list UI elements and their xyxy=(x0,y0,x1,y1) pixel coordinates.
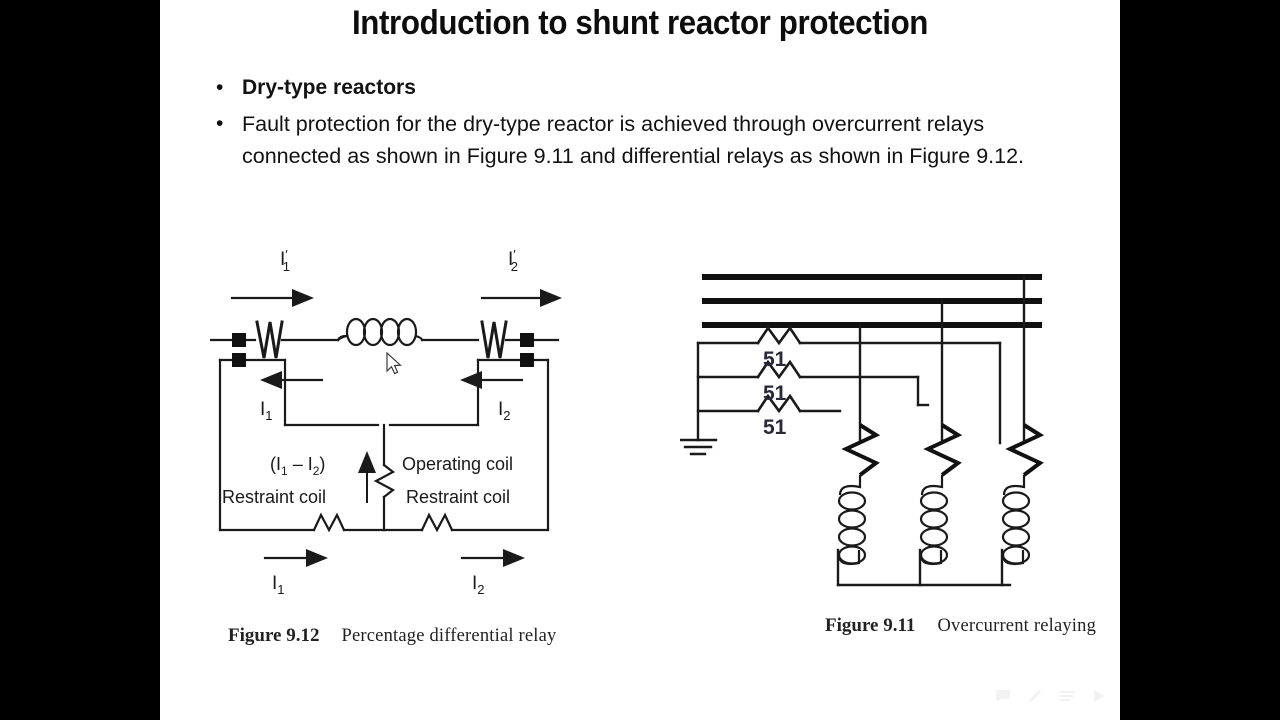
figure-caption-number: Figure 9.12 xyxy=(228,625,320,646)
figure-9-12-caption: Figure 9.12 Percentage differential rela… xyxy=(228,625,557,647)
figure-caption-number: Figure 9.11 xyxy=(825,615,916,636)
list-item: • Dry-type reactors xyxy=(212,72,1042,104)
figure-9-12-differential-relay: I′1 I′2 I1 I2 I1 I2 (I1 – I2) Operating … xyxy=(208,225,610,665)
label-i2-top: I2 xyxy=(498,399,511,423)
ct-zigzags xyxy=(841,423,1045,477)
label-restraint-coil-right: Restraint coil xyxy=(406,487,510,507)
relay-label-51-1: 51 xyxy=(763,348,787,371)
list-item: • Fault protection for the dry-type reac… xyxy=(212,108,1042,172)
phase-reactor-coils xyxy=(837,475,1031,566)
figure-caption-text: Overcurrent relaying xyxy=(937,616,1097,636)
list-icon[interactable] xyxy=(1059,688,1075,709)
label-difference: (I1 – I2) xyxy=(270,454,325,478)
bullet-marker: • xyxy=(216,76,224,99)
label-restraint-coil-left: Restraint coil xyxy=(222,487,326,507)
current-arrowheads xyxy=(260,289,562,567)
label-operating-coil: Operating coil xyxy=(402,454,513,474)
play-icon[interactable] xyxy=(1091,688,1107,709)
slide-canvas: Introduction to shunt reactor protection… xyxy=(160,0,1120,720)
relay-label-51-2: 51 xyxy=(763,382,787,405)
figure-9-11-svg: 51 51 51 xyxy=(678,274,1045,587)
bullet-text: Fault protection for the dry-type reacto… xyxy=(242,112,1025,168)
relay-labels: 51 51 51 xyxy=(763,348,787,439)
ct-bushing-squares xyxy=(232,333,534,367)
figure-9-12-labels: I′1 I′2 I1 I2 I1 I2 (I1 – I2) Operating … xyxy=(222,247,518,597)
figure-9-12-svg: I′1 I′2 I1 I2 I1 I2 (I1 – I2) Operating … xyxy=(208,247,562,597)
figure-9-11-overcurrent-relaying: 51 51 51 Figure 9.11 Overcurrent relayin… xyxy=(678,225,1096,665)
figure-caption-text: Percentage differential relay xyxy=(341,626,557,646)
bus-bars xyxy=(702,274,1042,328)
page-title: Introduction to shunt reactor protection xyxy=(351,4,929,42)
overlay-toolbar[interactable] xyxy=(995,688,1107,709)
bullet-list: • Dry-type reactors • Fault protection f… xyxy=(212,72,1042,176)
label-i2-prime: I′2 xyxy=(508,247,518,274)
relay-label-51-3: 51 xyxy=(763,416,787,439)
label-i1-prime: I′1 xyxy=(280,247,290,274)
figure-9-11-caption: Figure 9.11 Overcurrent relaying xyxy=(825,615,1096,637)
pen-icon[interactable] xyxy=(1027,688,1043,709)
bullet-marker: • xyxy=(216,112,224,135)
label-i1-bottom: I1 xyxy=(272,573,285,597)
comment-icon[interactable] xyxy=(995,688,1011,709)
label-i2-bottom: I2 xyxy=(472,573,485,597)
label-i1-top: I1 xyxy=(260,399,273,423)
bullet-text: Dry-type reactors xyxy=(242,76,416,99)
